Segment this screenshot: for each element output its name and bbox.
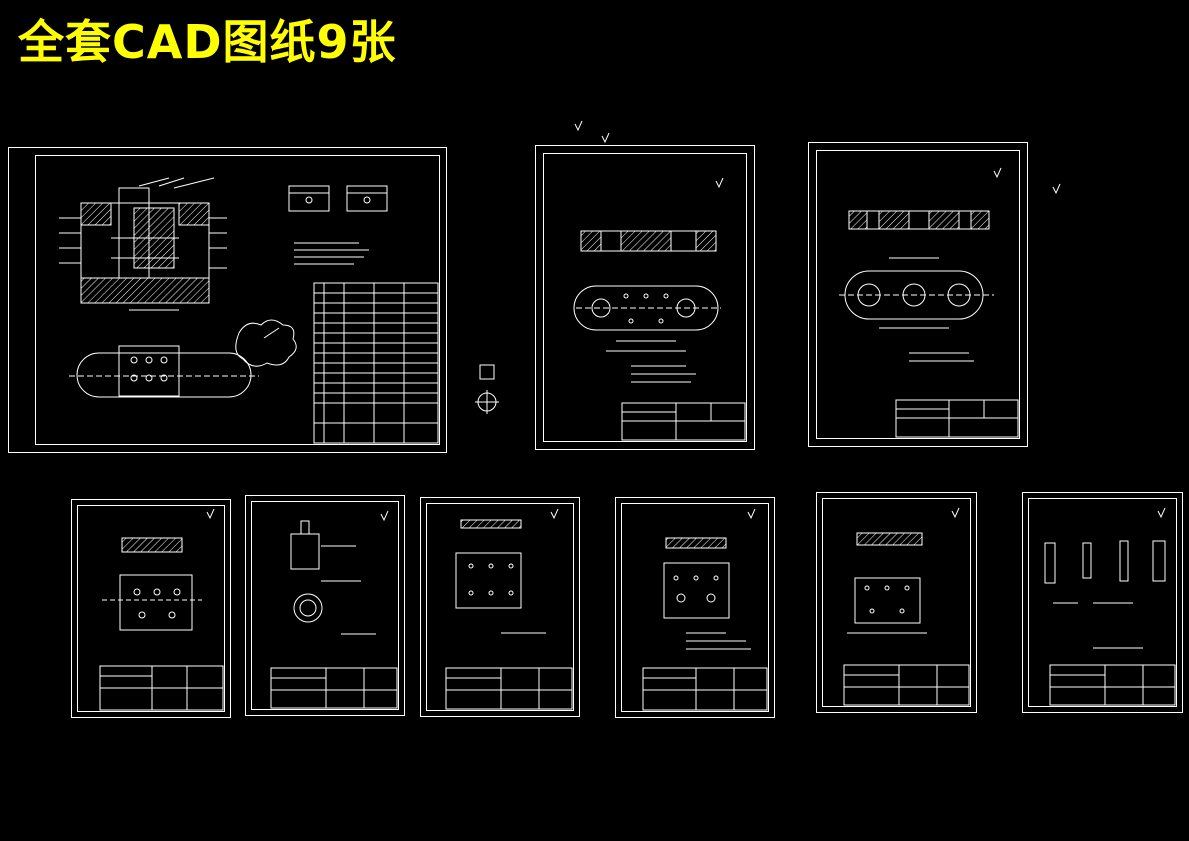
part-drawing-8 — [843, 507, 970, 706]
drawing-border — [251, 501, 399, 710]
part-drawing-9 — [1044, 507, 1176, 706]
loose-detail-sketch — [475, 364, 499, 414]
drawing-border — [621, 503, 769, 712]
part-drawing-sheet-6[interactable] — [420, 497, 580, 717]
part-drawing-7 — [642, 508, 768, 711]
upper-die-base-sheet[interactable] — [808, 142, 1028, 447]
lower-die-base-drawing — [573, 177, 746, 441]
roughness-symbol — [1052, 183, 1061, 195]
part-drawing-6 — [445, 508, 573, 710]
roughness-symbol — [574, 120, 610, 144]
drawing-border — [426, 503, 574, 711]
drawing-border — [822, 498, 971, 707]
upper-die-base-drawing — [839, 167, 1019, 438]
part-drawing-sheet-4[interactable] — [71, 499, 231, 718]
assembly-drawing-sheet[interactable] — [8, 147, 447, 453]
drawing-border — [543, 153, 747, 442]
part-drawing-sheet-5[interactable] — [245, 495, 405, 716]
part-drawing-sheet-7[interactable] — [615, 497, 775, 718]
drawing-border — [1028, 498, 1177, 707]
drawing-border — [35, 155, 440, 445]
page-title: 全套CAD图纸9张 — [18, 15, 397, 69]
drawing-border — [77, 505, 225, 712]
part-drawing-sheet-8[interactable] — [816, 492, 977, 713]
part-drawing-5 — [270, 510, 398, 709]
part-drawing-4 — [99, 508, 224, 711]
part-drawing-sheet-9[interactable] — [1022, 492, 1183, 713]
drawing-border — [816, 150, 1020, 439]
lower-die-base-sheet[interactable] — [535, 145, 755, 450]
assembly-drawing — [59, 177, 439, 444]
